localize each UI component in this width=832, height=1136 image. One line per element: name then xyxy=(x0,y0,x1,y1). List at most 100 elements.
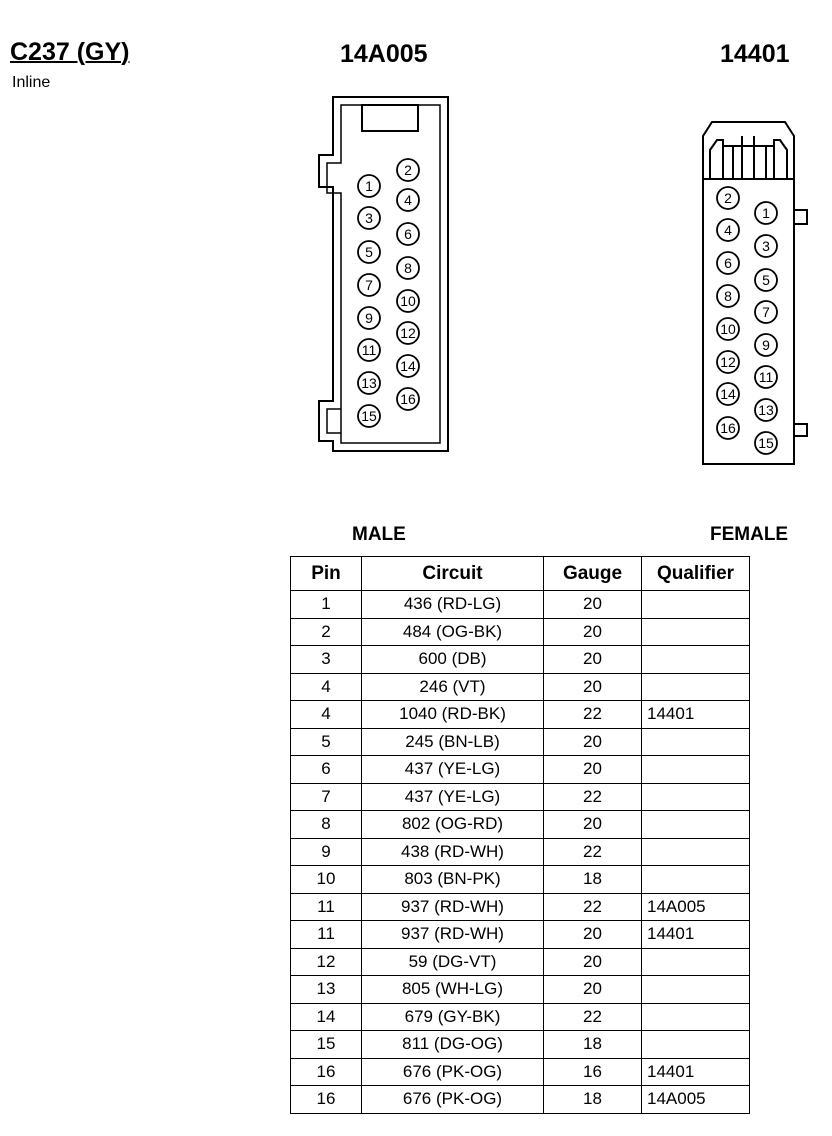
female-pin-12-ring xyxy=(716,350,740,374)
cell-qualifier: 14401 xyxy=(641,920,750,949)
female-pin-2-label: 2 xyxy=(724,190,732,206)
cell-circuit: 1040 (RD-BK) xyxy=(361,700,544,729)
header-qualifier: Qualifier xyxy=(641,556,750,591)
male-pin-15-label: 15 xyxy=(361,408,377,424)
male-pin-1-label: 1 xyxy=(365,178,373,194)
female-pin-15: 15 xyxy=(754,431,778,455)
male-pin-8: 8 xyxy=(396,256,420,280)
cell-pin: 14 xyxy=(290,1002,362,1031)
cell-pin: 16 xyxy=(290,1085,362,1114)
male-pin-12-ring xyxy=(396,321,420,345)
female-pin-1-ring xyxy=(754,201,778,225)
female-pin-16-ring xyxy=(716,416,740,440)
cell-circuit: 436 (RD-LG) xyxy=(361,590,544,619)
male-pin-11-ring xyxy=(357,338,381,362)
female-label: FEMALE xyxy=(710,524,789,545)
male-pin-9-ring xyxy=(357,306,381,330)
cell-qualifier: 14A005 xyxy=(641,892,750,921)
male-pin-1: 1 xyxy=(357,174,381,198)
cell-gauge: 20 xyxy=(543,947,642,976)
female-pin-3: 3 xyxy=(754,234,778,258)
cell-pin: 7 xyxy=(290,782,362,811)
female-pin-8-ring xyxy=(716,284,740,308)
male-pin-16: 16 xyxy=(396,387,420,411)
cell-circuit: 805 (WH-LG) xyxy=(361,975,544,1004)
male-pin-2: 2 xyxy=(396,158,420,182)
female-pin-6-ring xyxy=(716,251,740,275)
male-pin-12-label: 12 xyxy=(400,325,416,341)
cell-qualifier: 14A005 xyxy=(641,1085,750,1114)
cell-qualifier xyxy=(641,1002,750,1031)
cell-pin: 13 xyxy=(290,975,362,1004)
female-pin-16: 16 xyxy=(716,416,740,440)
cell-gauge: 20 xyxy=(543,617,642,646)
cell-gauge: 22 xyxy=(543,837,642,866)
cell-pin: 6 xyxy=(290,755,362,784)
female-pin-14-label: 14 xyxy=(720,386,736,402)
male-pin-2-ring xyxy=(396,158,420,182)
cell-circuit: 676 (PK-OG) xyxy=(361,1085,544,1114)
male-pin-6-ring xyxy=(396,222,420,246)
cell-gauge: 18 xyxy=(543,865,642,894)
female-pin-14: 14 xyxy=(716,382,740,406)
male-label: MALE xyxy=(352,524,406,545)
female-pin-13: 13 xyxy=(754,398,778,422)
cell-circuit: 600 (DB) xyxy=(361,645,544,674)
female-pin-9-ring xyxy=(754,333,778,357)
cell-circuit: 679 (GY-BK) xyxy=(361,1002,544,1031)
male-pin-10: 10 xyxy=(396,289,420,313)
cell-gauge: 22 xyxy=(543,1002,642,1031)
female-pin-7-label: 7 xyxy=(762,304,770,320)
cell-gauge: 22 xyxy=(543,700,642,729)
cell-pin: 15 xyxy=(290,1030,362,1059)
cell-qualifier xyxy=(641,837,750,866)
female-pin-2: 2 xyxy=(716,186,740,210)
female-pin-1-label: 1 xyxy=(762,205,770,221)
male-pin-8-ring xyxy=(396,256,420,280)
female-pin-6-label: 6 xyxy=(724,255,732,271)
cell-gauge: 18 xyxy=(543,1030,642,1059)
male-pin-16-label: 16 xyxy=(400,391,416,407)
cell-circuit: 802 (OG-RD) xyxy=(361,810,544,839)
cell-circuit: 438 (RD-WH) xyxy=(361,837,544,866)
female-pin-13-label: 13 xyxy=(758,402,774,418)
male-pin-5: 5 xyxy=(357,240,381,264)
female-connector-housing xyxy=(702,121,808,465)
cell-gauge: 20 xyxy=(543,672,642,701)
cell-circuit: 59 (DG-VT) xyxy=(361,947,544,976)
cell-qualifier: 14401 xyxy=(641,1057,750,1086)
female-pin-14-ring xyxy=(716,382,740,406)
cell-circuit: 246 (VT) xyxy=(361,672,544,701)
cell-pin: 16 xyxy=(290,1057,362,1086)
female-pin-2-ring xyxy=(716,186,740,210)
male-part-number: 14A005 xyxy=(340,40,428,68)
cell-qualifier xyxy=(641,975,750,1004)
male-pin-13-ring xyxy=(357,371,381,395)
cell-qualifier xyxy=(641,782,750,811)
cell-pin: 9 xyxy=(290,837,362,866)
cell-qualifier: 14401 xyxy=(641,700,750,729)
cell-qualifier xyxy=(641,1030,750,1059)
female-pin-4-label: 4 xyxy=(724,222,732,238)
female-pin-3-ring xyxy=(754,234,778,258)
male-pin-14: 14 xyxy=(396,354,420,378)
female-pin-1: 1 xyxy=(754,201,778,225)
header-gauge: Gauge xyxy=(543,556,642,591)
cell-gauge: 18 xyxy=(543,1085,642,1114)
female-pin-16-label: 16 xyxy=(720,420,736,436)
cell-circuit: 437 (YE-LG) xyxy=(361,782,544,811)
cell-gauge: 16 xyxy=(543,1057,642,1086)
cell-circuit: 484 (OG-BK) xyxy=(361,617,544,646)
male-pin-6: 6 xyxy=(396,222,420,246)
